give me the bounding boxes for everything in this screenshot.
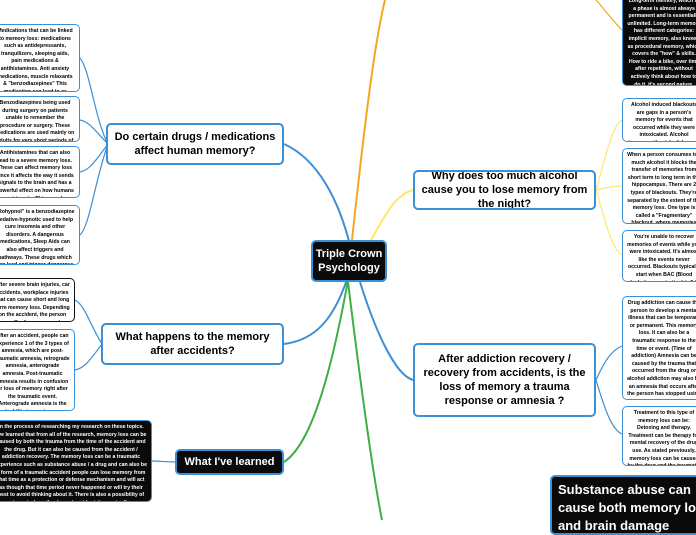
- topic-alcohol-title: Why does too much alcohol cause you to l…: [421, 170, 588, 210]
- link-central-learned: [283, 279, 349, 463]
- note-accidents-2[interactable]: After an accident, people can experience…: [0, 329, 75, 411]
- note-accidents-2-text: After an accident, people can experience…: [0, 333, 70, 410]
- topic-drugs[interactable]: Do certain drugs / medications affect hu…: [106, 123, 284, 165]
- note-accidents-1[interactable]: After severe brain injuries, car acciden…: [0, 278, 75, 322]
- topic-recovery-title: After addiction recovery / recovery from…: [423, 353, 586, 407]
- link-central-alcohol: [369, 189, 414, 243]
- link-central-accidents: [283, 269, 351, 345]
- note-alcohol-3[interactable]: You're unable to recover memories of eve…: [622, 230, 696, 282]
- note-drugs-3-text: Antihistamines that can also lead to a s…: [0, 150, 74, 197]
- topic-substance-abuse-title: Substance abuse can cause both memory lo…: [558, 482, 696, 533]
- topic-learned[interactable]: What I've learned: [175, 449, 284, 475]
- note-long-term-memory[interactable]: Long-term memory, which in a phase is al…: [622, 0, 696, 86]
- note-drugs-3[interactable]: Antihistamines that can also lead to a s…: [0, 146, 80, 198]
- topic-learned-title: What I've learned: [184, 456, 275, 468]
- central-topic-title: Triple Crown Psychology: [315, 248, 383, 274]
- note-drugs-1-text: Medications that can be linked to memory…: [0, 28, 73, 92]
- note-drugs-2[interactable]: Benzodiazepines being used during surger…: [0, 96, 80, 142]
- link-central-recovery: [359, 281, 414, 381]
- note-accidents-1-text: After severe brain injuries, car acciden…: [0, 282, 70, 321]
- note-drugs-2-text: Benzodiazepines being used during surger…: [0, 100, 75, 142]
- topic-drugs-title: Do certain drugs / medications affect hu…: [114, 131, 276, 157]
- note-recovery-2[interactable]: Treatment to this type of memory loss ca…: [622, 406, 696, 466]
- topic-accidents-title: What happens to the memory after acciden…: [115, 331, 270, 357]
- link-central-bottom: [347, 281, 383, 520]
- topic-alcohol[interactable]: Why does too much alcohol cause you to l…: [413, 170, 596, 210]
- note-drugs-1[interactable]: Medications that can be linked to memory…: [0, 24, 80, 92]
- topic-substance-abuse[interactable]: Substance abuse can cause both memory lo…: [550, 475, 696, 535]
- link-central-top: [351, 0, 386, 241]
- note-recovery-1-text: Drug addiction can cause the person to d…: [627, 300, 696, 399]
- connector-lines: [74, 0, 623, 520]
- central-topic[interactable]: Triple Crown Psychology: [311, 240, 387, 282]
- note-alcohol-3-text: You're unable to recover memories of eve…: [627, 234, 696, 281]
- topic-recovery[interactable]: After addiction recovery / recovery from…: [413, 343, 596, 417]
- note-alcohol-1-text: Alcohol induced blackouts are gaps in a …: [628, 102, 696, 141]
- note-learned-1-text: In the process of researching my researc…: [0, 424, 147, 501]
- note-alcohol-2-text: When a person consumes too much alcohol …: [627, 152, 696, 224]
- note-alcohol-1[interactable]: Alcohol induced blackouts are gaps in a …: [622, 98, 696, 142]
- topic-accidents[interactable]: What happens to the memory after acciden…: [101, 323, 284, 365]
- note-learned-1[interactable]: In the process of researching my researc…: [0, 420, 152, 502]
- note-drugs-4-text: "Rohypnol" is a benzodiazepine sedative-…: [0, 209, 75, 264]
- note-long-term-memory-text: Long-term memory, which in a phase is al…: [627, 0, 696, 86]
- link-central-drugs: [283, 143, 351, 246]
- note-recovery-2-text: Treatment to this type of memory loss ca…: [628, 410, 696, 465]
- note-drugs-4[interactable]: "Rohypnol" is a benzodiazepine sedative-…: [0, 205, 80, 265]
- note-alcohol-2[interactable]: When a person consumes too much alcohol …: [622, 148, 696, 224]
- note-recovery-1[interactable]: Drug addiction can cause the person to d…: [622, 296, 696, 400]
